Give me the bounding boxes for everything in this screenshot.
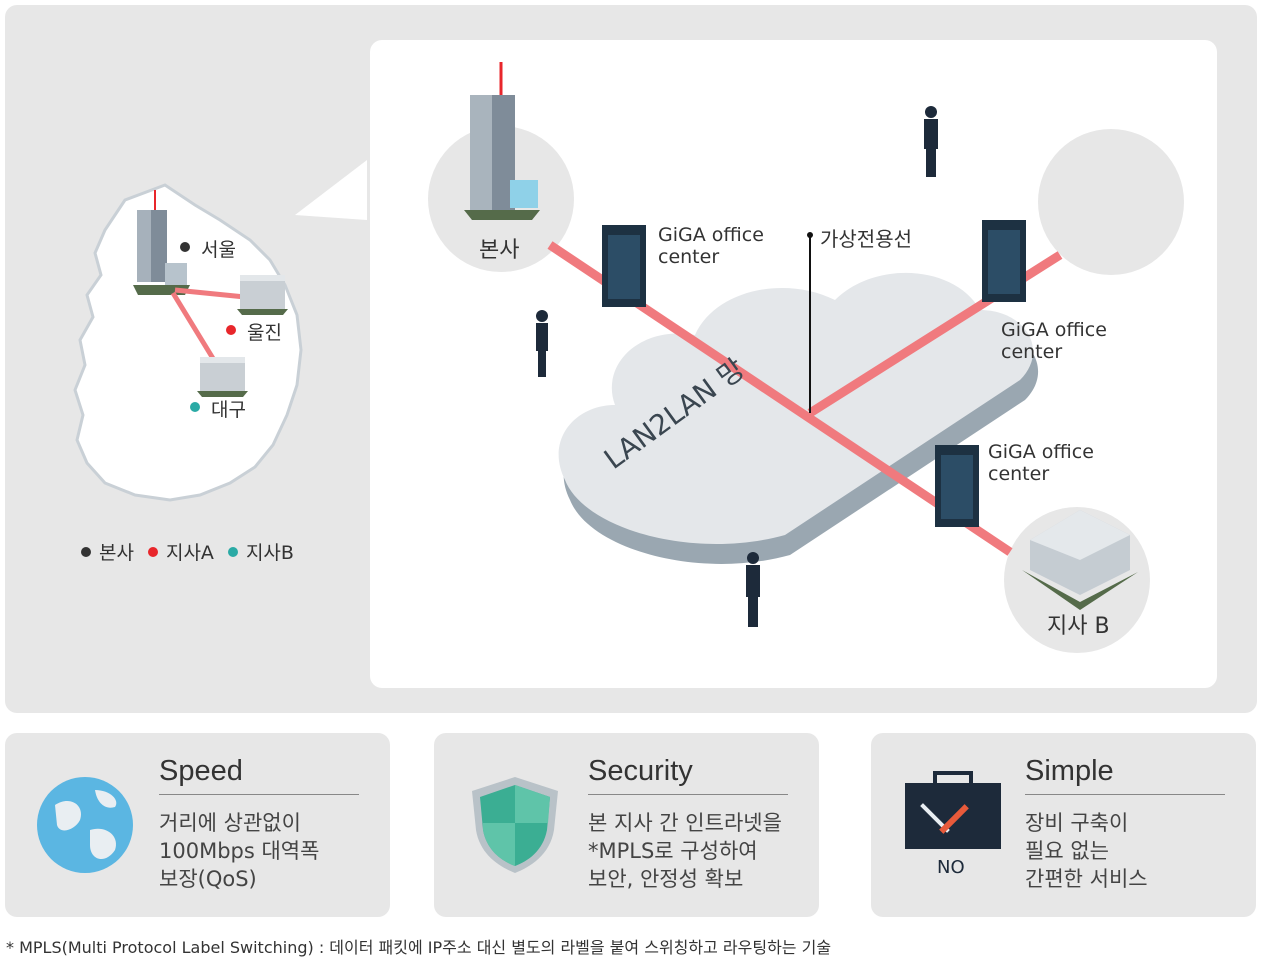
virtual-line-label: 가상전용선: [820, 227, 912, 251]
person-icon-2: [536, 310, 548, 377]
lan2lan-diagram: 본사 지사 B 가상전용선 GiGA office center GiGA of…: [370, 40, 1217, 688]
daegu-building-icon: [197, 357, 248, 397]
hq-tower-icon: [464, 62, 540, 220]
legend-item-hq: 본사: [81, 538, 134, 565]
diagram-graphics: [428, 62, 1184, 653]
city-label-seoul: 서울: [201, 239, 236, 261]
person-icon-1: [924, 106, 938, 177]
callout-pointer: [295, 160, 367, 220]
footnote: * MPLS(Multi Protocol Label Switching) :…: [6, 938, 832, 957]
uljin-building-icon: [237, 275, 288, 315]
globe-icon: [37, 777, 133, 873]
card-title-simple: Simple: [1025, 755, 1225, 795]
server-icon-3: [935, 445, 979, 527]
map-legend: 본사 지사A 지사B: [81, 538, 294, 565]
network-overview-panel: 서울 울진 대구 본사 지사A 지사B: [5, 5, 1257, 713]
card-title-security: Security: [588, 755, 788, 795]
branch-label: 지사 B: [1047, 614, 1110, 639]
card-title-speed: Speed: [159, 755, 359, 795]
server-icon-2: [982, 220, 1026, 302]
person-icon-3: [746, 552, 760, 627]
center-label-2: GiGA office center: [1001, 319, 1107, 363]
legend-item-branch-a: 지사A: [147, 538, 214, 565]
hq-label: 본사: [479, 238, 520, 263]
card-desc-simple: 장비 구축이 필요 없는 간편한 서비스: [1025, 811, 1148, 891]
center-label-1: GiGA office center: [658, 224, 764, 268]
card-security: Security 본 지사 간 인트라넷을 *MPLS로 구성하여 보안, 안정…: [434, 733, 819, 917]
empty-circle: [1038, 129, 1184, 275]
toolbox-icon: [905, 771, 1001, 849]
toolbox-no-text: NO: [937, 857, 965, 878]
city-label-daegu: 대구: [211, 399, 246, 421]
shield-icon: [472, 777, 558, 873]
feature-cards: Speed 거리에 상관없이 100Mbps 대역폭 보장(QoS) Secur…: [0, 733, 1262, 917]
legend-item-branch-b: 지사B: [227, 538, 294, 565]
branch-building-icon: [1022, 510, 1138, 610]
card-simple: NO Simple 장비 구축이 필요 없는 간편한 서비스: [871, 733, 1256, 917]
korea-map: [73, 160, 367, 502]
card-desc-speed: 거리에 상관없이 100Mbps 대역폭 보장(QoS): [159, 811, 320, 891]
server-icon-1: [602, 225, 646, 307]
card-speed: Speed 거리에 상관없이 100Mbps 대역폭 보장(QoS): [5, 733, 390, 917]
city-label-uljin: 울진: [247, 322, 282, 344]
card-desc-security: 본 지사 간 인트라넷을 *MPLS로 구성하여 보안, 안정성 확보: [588, 811, 782, 891]
korea-peninsula-shape: [73, 183, 303, 502]
center-label-3: GiGA office center: [988, 441, 1094, 485]
